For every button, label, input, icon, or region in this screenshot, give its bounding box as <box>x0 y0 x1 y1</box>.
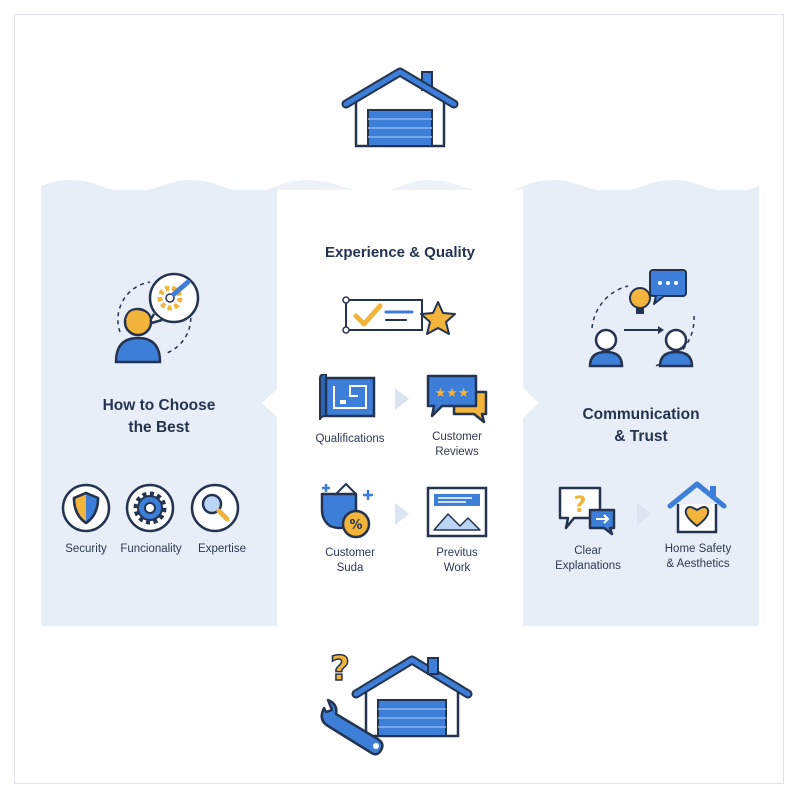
home-safety-label: Home Safety & Aesthetics <box>664 543 732 570</box>
badge-icon: % <box>320 482 373 539</box>
question-bubble-icon: ? <box>558 486 616 536</box>
garage-wrench-icon: ? <box>320 648 473 756</box>
right-notch-arrow <box>523 388 539 418</box>
expertise-label: Expertise <box>198 543 246 555</box>
magnifier-icon <box>190 483 240 533</box>
svg-text:?: ? <box>330 649 350 689</box>
functionality-label: Funcionality <box>120 543 182 555</box>
people-idea-icon <box>588 269 695 368</box>
person-gear-icon <box>114 272 200 364</box>
right-panel <box>523 190 759 626</box>
home-heart-icon <box>667 481 727 534</box>
arrow-right-icon-2 <box>395 503 409 525</box>
clear-explanations-label: Clear Explanations <box>555 545 621 572</box>
arrow-right-icon-3 <box>637 503 651 525</box>
left-notch-arrow <box>262 388 278 418</box>
arrow-right-icon <box>395 388 409 410</box>
left-panel-title: How to Choose the Best <box>102 397 216 436</box>
middle-panel-title: Experience & Quality <box>324 244 476 261</box>
review-bubble-icon: ★★★ <box>426 374 488 424</box>
customer-reviews-label: Customer Reviews <box>432 431 482 458</box>
svg-text:%: % <box>349 518 362 533</box>
blueprint-icon <box>319 374 376 421</box>
garage-top-icon <box>341 67 459 148</box>
gear-icon <box>125 483 175 533</box>
left-panel <box>41 190 277 626</box>
shield-icon <box>61 483 111 533</box>
checklist-star-icon <box>342 296 456 335</box>
previous-work-label: Previtus Work <box>436 547 478 574</box>
svg-text:★★★: ★★★ <box>435 386 470 401</box>
security-label: Security <box>65 543 107 555</box>
svg-text:?: ? <box>574 493 587 518</box>
qualifications-label: Qualifications <box>315 433 385 445</box>
customer-suda-label: Customer Suda <box>325 547 375 574</box>
right-panel-title: Communication & Trust <box>582 406 700 445</box>
outer-frame <box>14 14 784 784</box>
picture-icon <box>426 486 488 538</box>
